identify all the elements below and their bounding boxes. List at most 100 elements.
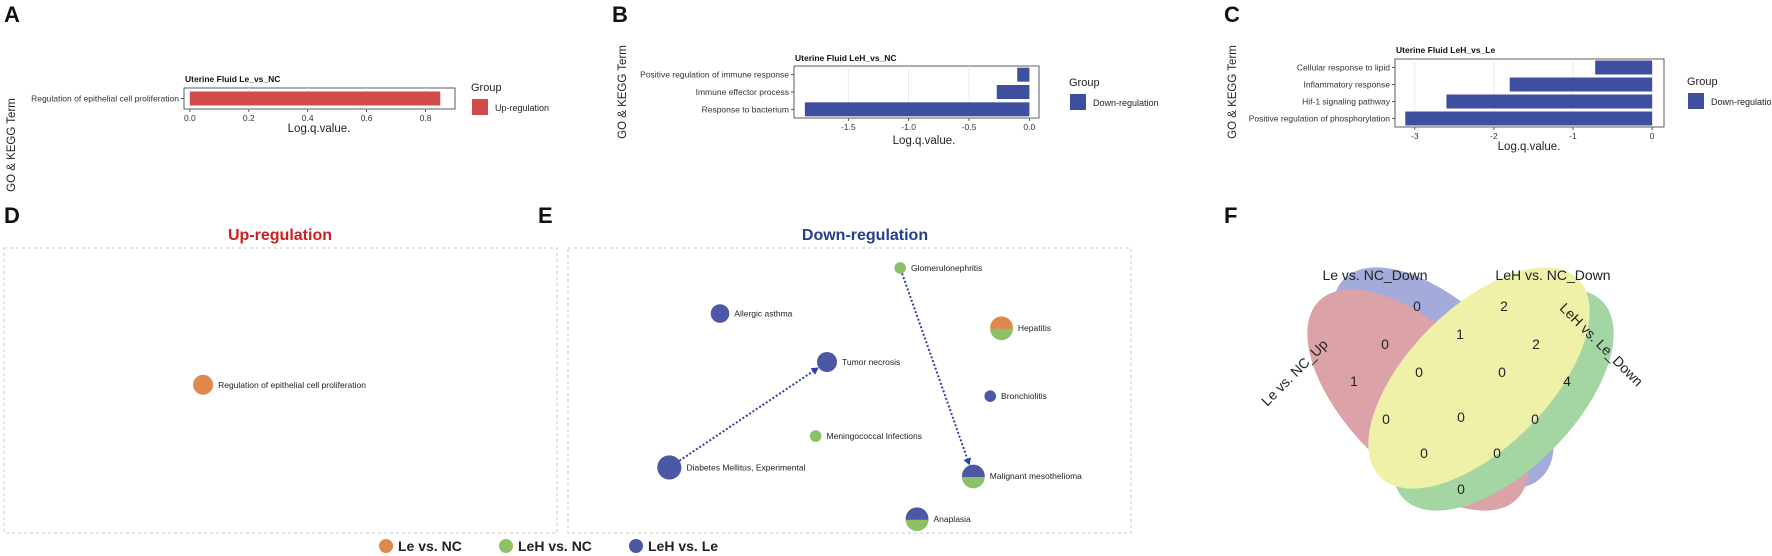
panel-label-a: A [4, 2, 20, 27]
panel-b-tick-label: -0.5 [962, 122, 977, 132]
panel-a-tick-label: 0.4 [302, 113, 314, 123]
panel-b-tick-label: -1.5 [841, 122, 856, 132]
panel-a-bar [189, 91, 441, 106]
panel-c-tick-label: -1 [1569, 131, 1577, 141]
network-node-label: Diabetes Mellitus, Experimental [686, 462, 805, 472]
panel-a-title: Uterine Fluid Le_vs_NC [185, 74, 280, 84]
network-node-label: Regulation of epithelial cell proliferat… [218, 380, 366, 390]
panel-b-bar [1017, 67, 1030, 82]
panel-c-bar [1509, 77, 1653, 92]
panel-c-category-label: Positive regulation of phosphorylation [1249, 114, 1391, 124]
venn-count-bcd: 0 [1498, 364, 1506, 380]
venn-count-bd: 0 [1531, 411, 1539, 427]
panel-label-b: B [612, 2, 628, 27]
panel-e-chart: Down-regulation GlomerulonephritisAllerg… [567, 227, 1132, 534]
panel-label-c: C [1224, 2, 1240, 27]
panel-b-legend-swatch [1070, 94, 1086, 110]
panel-c-bar [1405, 111, 1653, 126]
network-link [901, 273, 971, 466]
venn-count-acd: 0 [1420, 445, 1428, 461]
venn-count-abc: 0 [1415, 364, 1423, 380]
network-node [984, 390, 997, 403]
panel-c-legend-title: Group [1687, 76, 1718, 88]
panel-a-legend-swatch [472, 99, 488, 115]
panel-d-nodes: Regulation of epithelial cell proliferat… [193, 374, 366, 395]
panel-b-title: Uterine Fluid LeH_vs_NC [795, 53, 897, 63]
venn-count-d-only: 4 [1563, 373, 1571, 389]
panel-label-f: F [1224, 203, 1237, 228]
panel-e-links [678, 273, 972, 466]
panel-c-category-label: Cellular response to lipid [1297, 63, 1390, 73]
panel-a-ylabel: GO & KEGG Term [6, 98, 18, 192]
network-node-label: Bronchiolitis [1001, 391, 1047, 401]
venn-count-bc: 1 [1456, 326, 1464, 342]
legend-dot-leh-vs-le [629, 539, 643, 553]
panel-e-title: Down-regulation [802, 227, 928, 244]
venn-count-a-only: 1 [1350, 373, 1358, 389]
panel-a-legend-title: Group [471, 82, 502, 94]
panel-b-bar [804, 102, 1030, 117]
network-node [657, 455, 682, 480]
venn-count-abd: 0 [1493, 445, 1501, 461]
panel-b-bars [804, 67, 1030, 117]
network-node [193, 374, 214, 395]
venn-label-leh-vs-nc-down: LeH vs. NC_Down [1495, 267, 1610, 283]
panel-d-title: Up-regulation [228, 227, 332, 244]
panel-a-category-labels: Regulation of epithelial cell proliferat… [31, 94, 184, 104]
venn-count-ac: 0 [1382, 411, 1390, 427]
panel-b-tick-label: -1.0 [901, 122, 916, 132]
panel-c-tick-label: 0 [1650, 131, 1655, 141]
network-node-label: Anaplasia [933, 514, 971, 524]
network-node-label: Glomerulonephritis [911, 263, 982, 273]
network-node-slice [990, 328, 1013, 341]
panel-c-bar [1595, 60, 1653, 75]
panel-b-legend-item: Down-regulation [1093, 98, 1159, 108]
legend-label-leh-vs-nc: LeH vs. NC [518, 538, 592, 554]
panel-b-category-label: Response to bacterium [702, 104, 789, 114]
network-link [678, 366, 820, 462]
venn-count-ad: 0 [1457, 481, 1465, 497]
panel-label-d: D [4, 203, 20, 228]
panel-a-tick-label: 0.8 [420, 113, 432, 123]
panel-c-xlabel: Log.q.value. [1498, 141, 1561, 153]
panel-d-chart: Up-regulation Regulation of epithelial c… [3, 227, 558, 534]
legend-label-leh-vs-le: LeH vs. Le [648, 538, 718, 554]
panel-a-chart: GO & KEGG Term Uterine Fluid Le_vs_NC Re… [6, 74, 549, 192]
panel-c-category-label: Inflammatory response [1304, 80, 1391, 90]
panel-d-frame [3, 247, 558, 534]
panel-c-title: Uterine Fluid LeH_vs_Le [1396, 45, 1495, 55]
panel-a-tick-label: 0.6 [361, 113, 373, 123]
venn-set-leh-vs-le-down [1368, 267, 1590, 489]
panel-a-legend-item: Up-regulation [495, 103, 549, 113]
bottom-legend: Le vs. NC LeH vs. NC LeH vs. Le [379, 538, 718, 554]
network-link-arrowhead [963, 457, 972, 466]
network-node [710, 304, 730, 323]
panel-c-bar [1446, 94, 1653, 109]
panel-b-category-labels: Positive regulation of immune responseIm… [640, 70, 794, 114]
network-node-label: Hepatitis [1018, 323, 1051, 333]
network-node [816, 352, 837, 372]
legend-dot-leh-vs-nc [499, 539, 513, 553]
network-link-arrowhead [810, 367, 819, 375]
panel-c-tick-label: -3 [1411, 131, 1419, 141]
panel-a-bars [189, 91, 441, 106]
venn-count-ab: 0 [1381, 336, 1389, 352]
panel-a-category-label: Regulation of epithelial cell proliferat… [31, 94, 179, 104]
panel-b-chart: GO & KEGG Term Uterine Fluid LeH_vs_NC P… [617, 45, 1159, 147]
panel-f-venn: Le vs. NC_Up Le vs. NC_Down LeH vs. NC_D… [1258, 267, 1646, 511]
panel-b-xlabel: Log.q.value. [893, 135, 956, 147]
network-node [894, 262, 906, 274]
venn-count-b-only: 0 [1413, 298, 1421, 314]
panel-a-tick-label: 0.2 [243, 113, 255, 123]
panel-c-legend-item: Down-regulation [1711, 97, 1772, 107]
panel-c-legend-swatch [1688, 93, 1704, 109]
panel-b-category-label: Immune effector process [696, 87, 789, 97]
panel-e-frame [567, 247, 1132, 534]
venn-count-abcd: 0 [1457, 409, 1465, 425]
network-node-slice [905, 519, 929, 532]
network-node-label: Malignant mesothelioma [990, 471, 1082, 481]
